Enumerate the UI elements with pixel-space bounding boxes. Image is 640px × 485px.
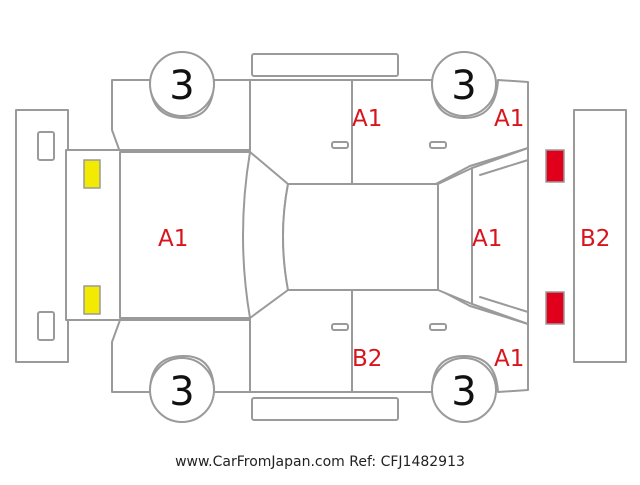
rear-lamp-upper [545,149,565,183]
rear-lamp-lower [545,291,565,325]
damage-code-front-left-door: A1 [352,106,382,132]
tyre-grade-bottom-right: 3 [451,369,476,415]
rear-bumper [573,109,627,363]
tyre-grade-top-left: 3 [169,63,194,109]
tyre-bottom-left: 3 [149,357,215,423]
tyre-bottom-right: 3 [431,357,497,423]
car-side-top [111,53,529,187]
front-lamp-upper [83,159,101,189]
front-lamp-lower [83,285,101,315]
front-bumper [15,109,69,363]
damage-code-front-right-fender: A1 [494,106,524,132]
damage-code-roof-rear: A1 [472,226,502,252]
damage-code-rear-bumper: B2 [580,226,610,252]
tyre-grade-top-right: 3 [451,63,476,109]
tyre-grade-bottom-left: 3 [169,369,194,415]
footer-caption: www.CarFromJapan.com Ref: CFJ1482913 [175,454,465,470]
damage-code-hood: A1 [158,226,188,252]
front-lamps [83,159,101,315]
car-side-bottom [111,285,529,421]
damage-code-rear-right-fender: A1 [494,346,524,372]
rear-lamps [545,149,565,325]
car-top-view [65,147,529,325]
tyre-top-left: 3 [149,51,215,117]
tyre-top-right: 3 [431,51,497,117]
damage-code-rear-left-door: B2 [352,346,382,372]
